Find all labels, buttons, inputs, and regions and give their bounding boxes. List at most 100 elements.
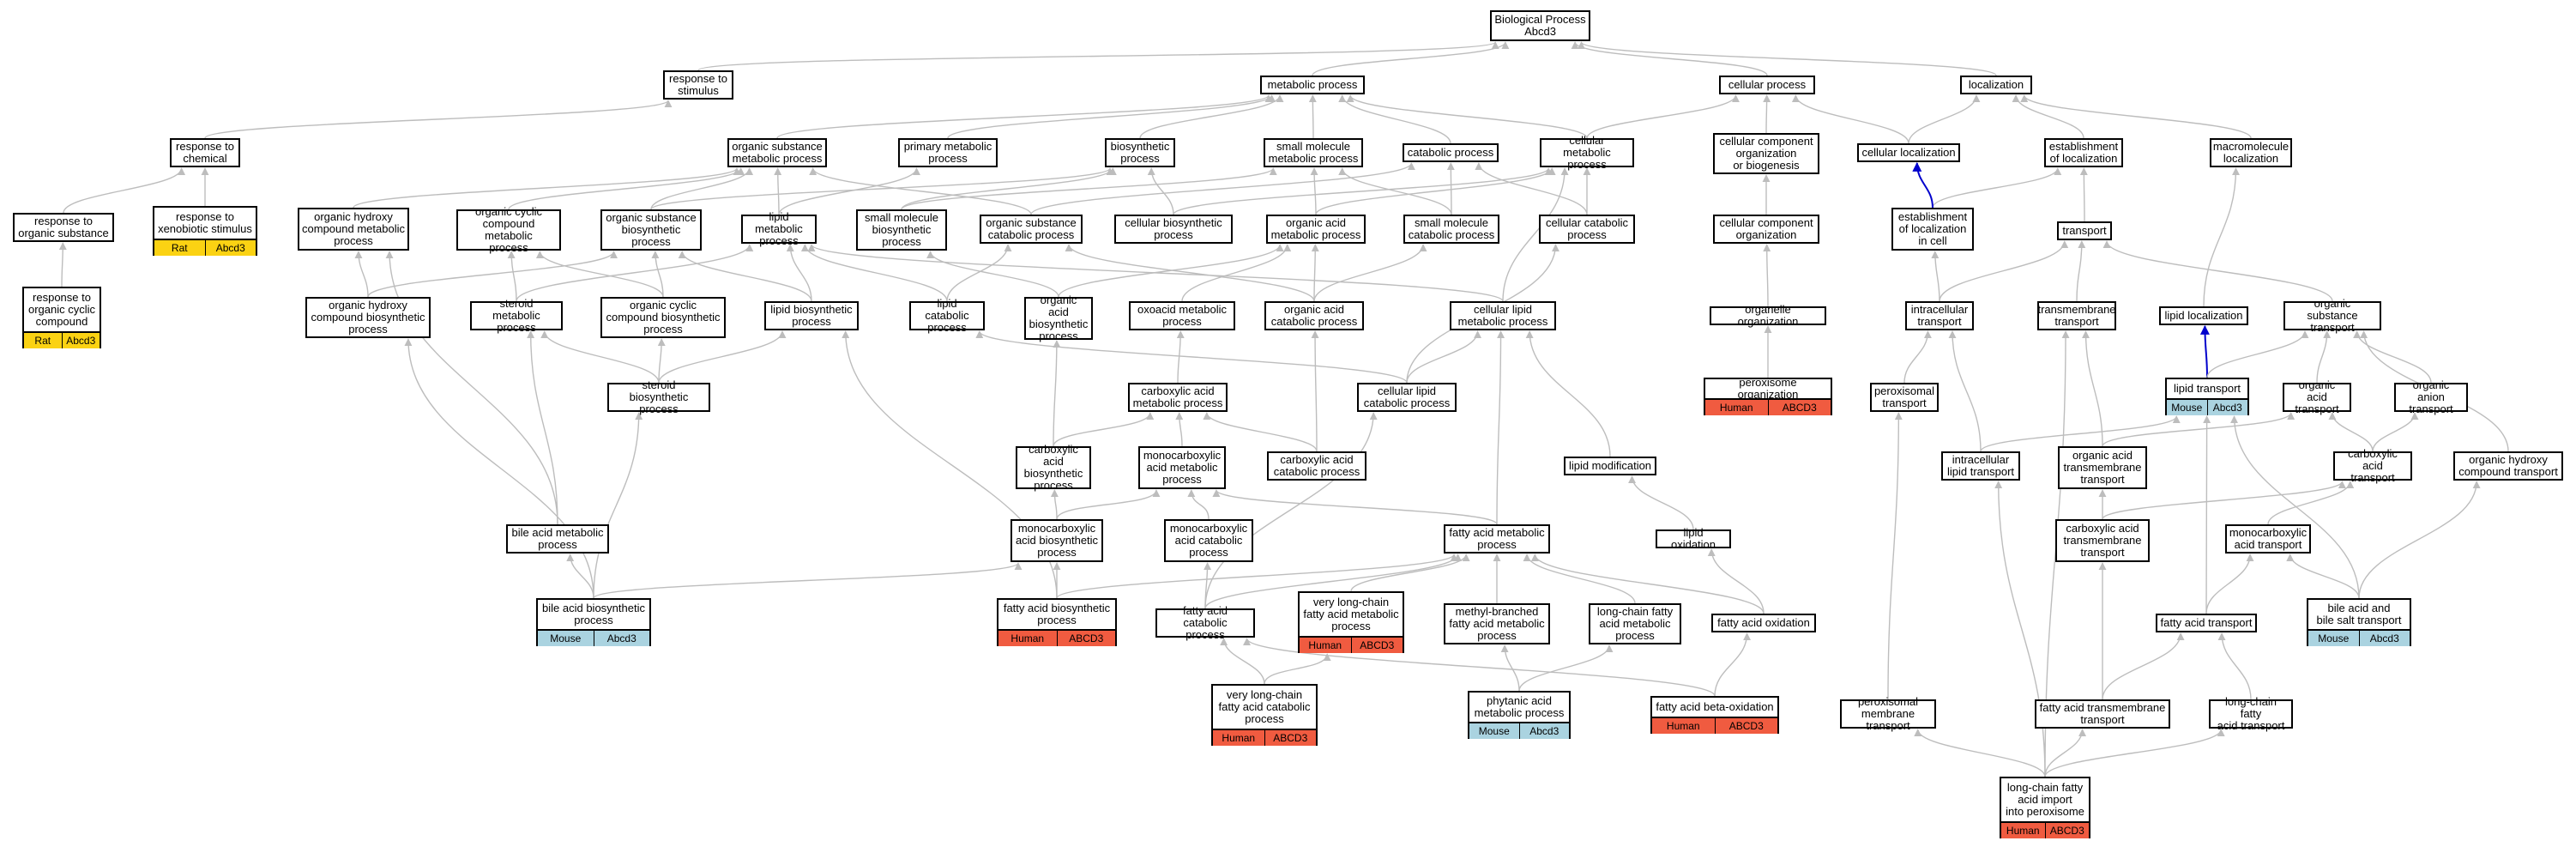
edge-org_cyclic_biosyn-to-org_sub_biosyn <box>651 251 664 298</box>
go-term-label-line: very long-chain <box>1226 688 1303 701</box>
go-term-label: transport <box>2059 223 2110 239</box>
go-term-local[interactable]: localization <box>1960 76 2032 94</box>
go-term-metab[interactable]: metabolic process <box>1260 76 1365 94</box>
go-term-label: organelle organization <box>1711 304 1825 328</box>
go-term-cell-proc[interactable]: cellular process <box>1719 76 1815 94</box>
go-term-label-line: response to <box>176 140 234 153</box>
go-term-cell-local[interactable]: cellular localization <box>1857 143 1960 162</box>
edge-lc_fatty_import-to-fatty_transmem <box>2044 729 2087 777</box>
species-badge: Rat <box>24 333 62 348</box>
go-term-lipid-local[interactable]: lipid localization <box>2159 306 2248 325</box>
edge-transmem_transport-to-transport <box>2076 240 2086 302</box>
go-term-transport[interactable]: transport <box>2057 221 2112 240</box>
go-term-organelle-org[interactable]: organelle organization <box>1710 304 1826 328</box>
go-term-lipid-mod[interactable]: lipid modification <box>1564 457 1656 475</box>
go-term-label-line: process <box>1331 620 1371 632</box>
go-term-catab[interactable]: catabolic process <box>1403 143 1499 162</box>
go-term-label-line: peroxisome organization <box>1737 376 1799 401</box>
go-term-label: lipid transport <box>2167 379 2247 398</box>
go-term-label-line: process <box>1477 538 1517 551</box>
go-term-lipid-ox[interactable]: lipid oxidation <box>1656 527 1731 551</box>
go-term-fatty-ox[interactable]: fatty acid oxidation <box>1711 614 1816 632</box>
edge-org_hydroxy_biosyn-to-org_sub_biosyn <box>367 251 618 298</box>
go-term-fatty-transport[interactable]: fatty acid transport <box>2156 614 2257 632</box>
